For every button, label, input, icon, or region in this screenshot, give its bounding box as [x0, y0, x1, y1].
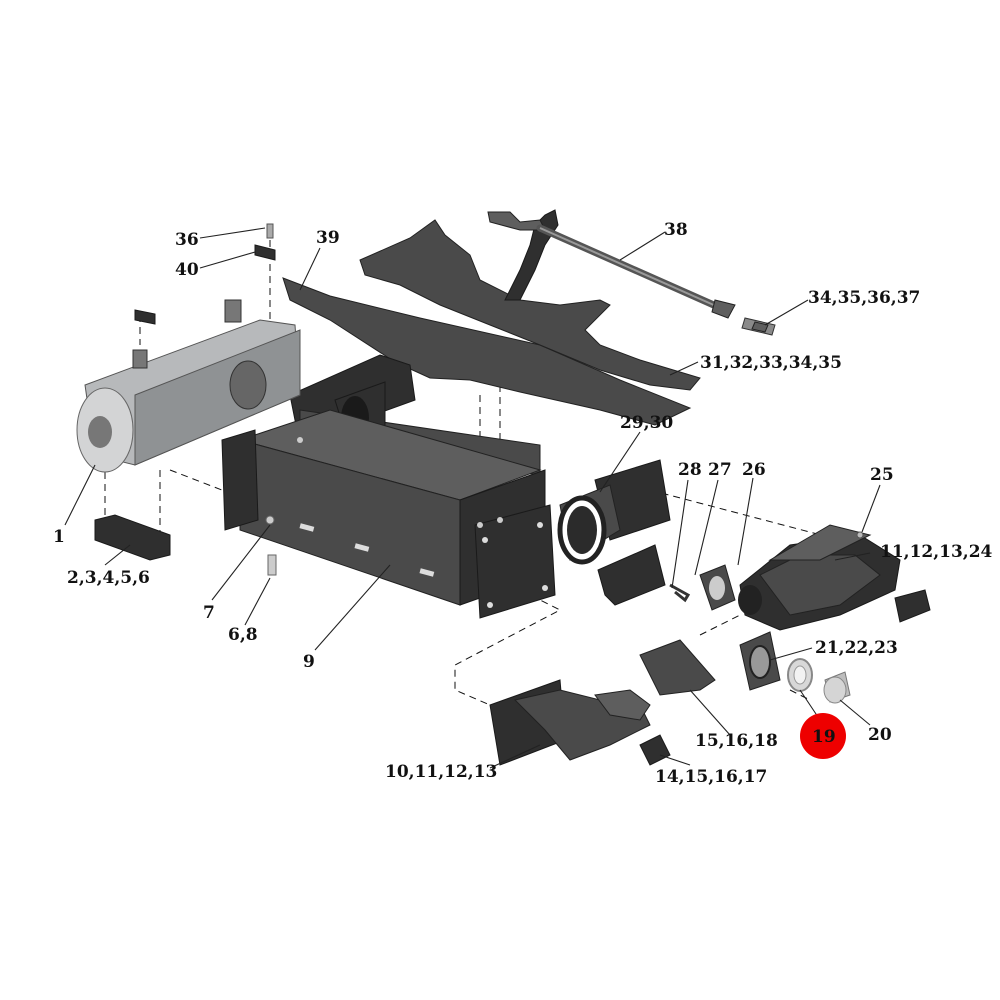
- part-21-flange-plate[interactable]: [739, 631, 781, 691]
- label-11[interactable]: 11,12,13,24: [880, 542, 993, 562]
- part-7-bolt[interactable]: [265, 515, 275, 525]
- label-27[interactable]: 27: [708, 460, 732, 480]
- part-25-bolt[interactable]: [856, 531, 864, 539]
- label-1[interactable]: 1: [53, 527, 65, 547]
- part-labels: 1 2,3,4,5,6 6,8 7 9 10,11,12,13 11,12,13…: [53, 220, 993, 787]
- label-39[interactable]: 39: [316, 228, 340, 248]
- part-6-bolt[interactable]: [267, 554, 277, 576]
- part-34-bracket[interactable]: [741, 317, 776, 336]
- label-28[interactable]: 28: [678, 460, 702, 480]
- part-27-gasket[interactable]: [699, 564, 736, 611]
- label-15[interactable]: 15,16,18: [695, 731, 778, 751]
- part-14-tab[interactable]: [639, 734, 671, 766]
- label-19[interactable]: 19: [812, 727, 836, 747]
- label-20[interactable]: 20: [868, 725, 892, 745]
- label-29[interactable]: 29,30: [620, 413, 673, 433]
- part-1-gearbox[interactable]: [76, 299, 301, 473]
- label-25[interactable]: 25: [870, 465, 894, 485]
- label-7[interactable]: 7: [203, 603, 215, 623]
- part-bent-plate[interactable]: [597, 544, 666, 606]
- label-34[interactable]: 34,35,36,37: [808, 288, 920, 308]
- label-21[interactable]: 21,22,23: [815, 638, 898, 658]
- part-31-curved-plate[interactable]: [359, 219, 701, 391]
- part-15-bracket-plate[interactable]: [639, 639, 716, 696]
- label-14[interactable]: 14,15,16,17: [655, 767, 767, 787]
- label-9[interactable]: 9: [303, 652, 315, 672]
- part-40-tab[interactable]: [134, 244, 276, 325]
- label-6[interactable]: 6,8: [228, 625, 258, 645]
- part-36-bolt[interactable]: [266, 223, 274, 239]
- part-38-rod[interactable]: [487, 209, 736, 319]
- part-2-block[interactable]: [94, 514, 171, 561]
- part-10-lower-support[interactable]: [489, 679, 651, 766]
- label-2[interactable]: 2,3,4,5,6: [67, 568, 150, 588]
- part-39-plate[interactable]: [282, 277, 692, 426]
- part-9-main-frame[interactable]: [221, 354, 556, 619]
- label-38[interactable]: 38: [664, 220, 688, 240]
- part-11-housing[interactable]: [738, 524, 931, 631]
- label-26[interactable]: 26: [742, 460, 766, 480]
- label-10[interactable]: 10,11,12,13: [385, 762, 497, 782]
- part-19-bearing[interactable]: [787, 658, 813, 692]
- label-36[interactable]: 36: [175, 230, 199, 250]
- highlight-marker[interactable]: [800, 713, 846, 759]
- label-40[interactable]: 40: [175, 260, 199, 280]
- label-31[interactable]: 31,32,33,34,35: [700, 353, 842, 373]
- part-28-clip[interactable]: [669, 583, 691, 603]
- part-29-flange[interactable]: [557, 459, 671, 565]
- part-20-bushing[interactable]: [823, 671, 851, 704]
